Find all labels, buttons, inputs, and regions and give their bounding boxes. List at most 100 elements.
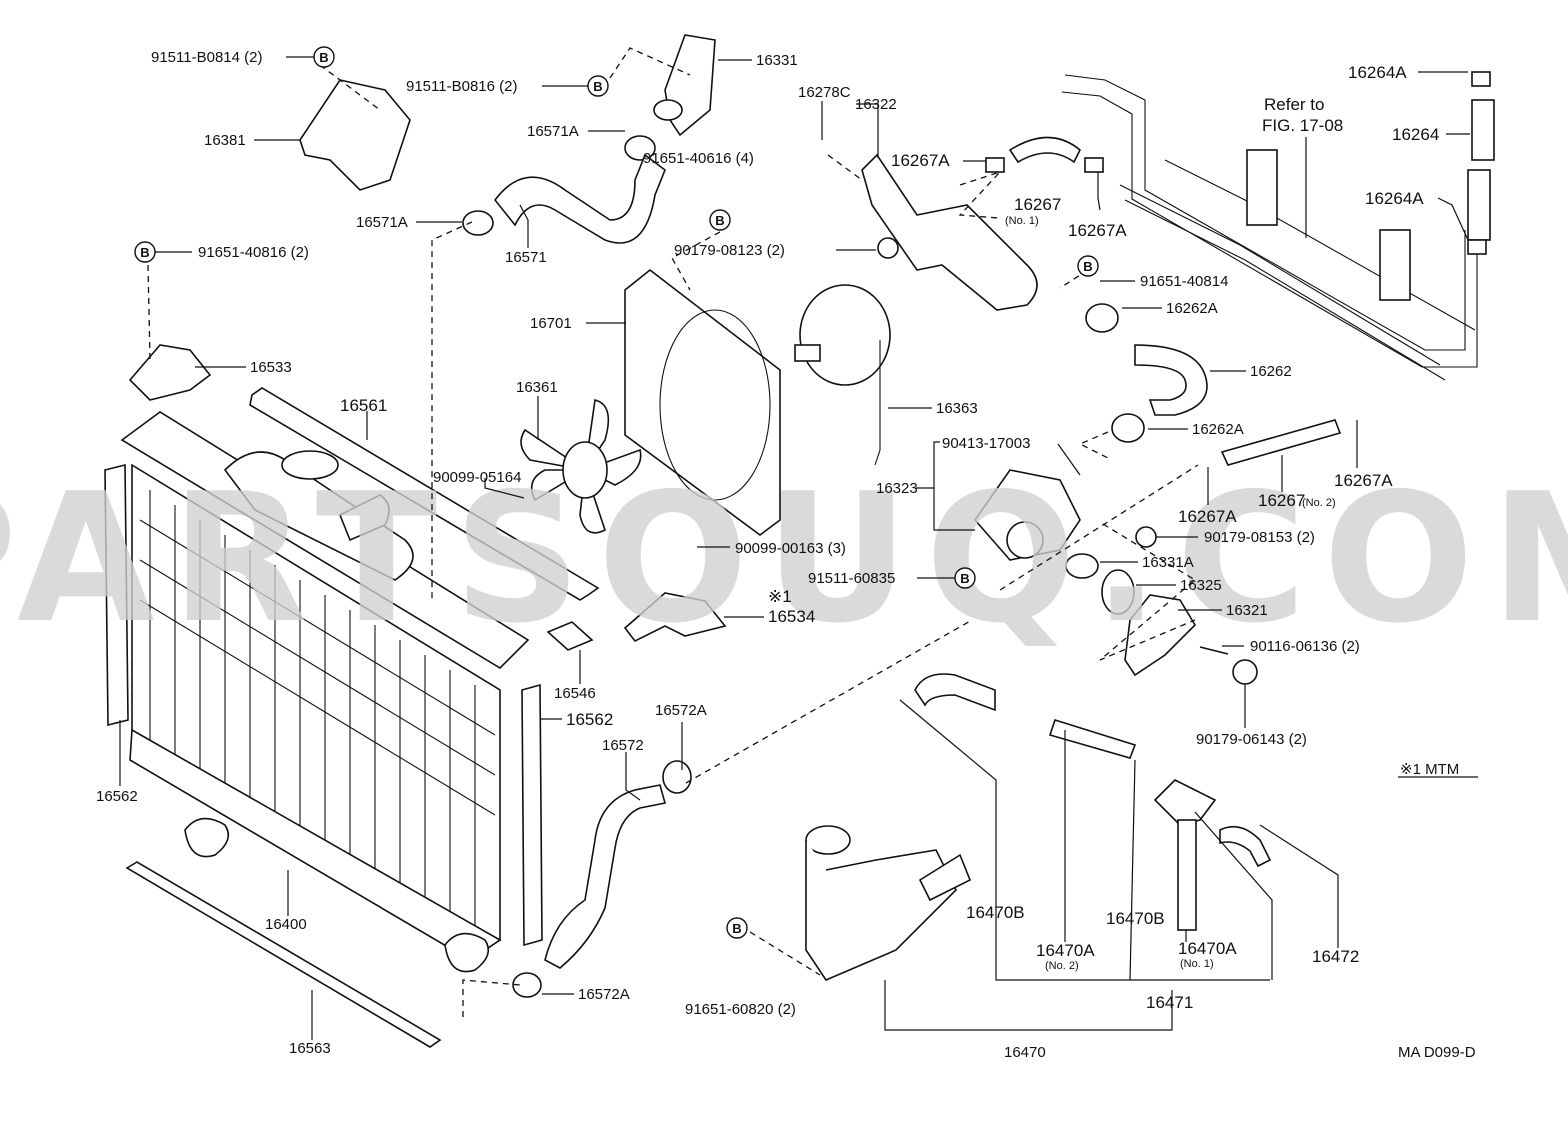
part-label: 16470B (966, 903, 1025, 922)
nut-90179-06143 (1232, 659, 1258, 685)
b-marker: B (726, 917, 748, 939)
water-hose-16267-no1 (1008, 136, 1081, 164)
hose-clamp-16264a-b (1467, 239, 1487, 255)
part-label: 16381 (204, 132, 246, 149)
part-label: 90179-06143 (2) (1196, 731, 1307, 748)
part-label: 16470A (1178, 939, 1237, 958)
part-label: 16264 (1392, 125, 1439, 144)
water-pump-16323 (973, 469, 1081, 561)
part-label: 16562 (566, 710, 613, 729)
thermostat-16331a (1065, 553, 1099, 579)
inlet-16321 (1124, 594, 1197, 677)
hose-clamp-16264a-a (1471, 71, 1491, 87)
svg-text:B: B (1083, 259, 1092, 274)
part-label: 16262A (1166, 300, 1218, 317)
part-label: 90099-05164 (433, 469, 521, 486)
radiator-top-seal (249, 387, 600, 601)
part-label: 90116-06136 (2) (1250, 638, 1360, 655)
hose-16472-elbow (1219, 825, 1272, 868)
part-label: 16534 (768, 607, 815, 626)
svg-text:B: B (593, 79, 602, 94)
b-marker: B (954, 567, 976, 589)
part-label: 91651-40816 (2) (198, 244, 309, 261)
part-label: 16262 (1250, 363, 1292, 380)
fan-16361 (520, 399, 642, 534)
radiator-core-fins (139, 490, 496, 935)
hose-clamp-16571a-lower (462, 210, 494, 236)
b-marker: B (709, 209, 731, 231)
part-label: 16361 (516, 379, 558, 396)
part-label: 16267 (1258, 491, 1305, 510)
part-label: 91511-B0816 (2) (406, 78, 517, 95)
part-label: 91651-60820 (2) (685, 1001, 796, 1018)
part-label: 16571A (356, 214, 408, 231)
reserve-tank-16470 (805, 825, 972, 981)
radiator-hose-16572 (544, 784, 667, 969)
hose-clamp-16262a-lower (1111, 413, 1145, 443)
refer-to-note-line1: Refer to (1264, 95, 1324, 114)
cap-16472 (1153, 779, 1217, 826)
hose-clamp-16267a-a (985, 157, 1005, 173)
pipe-assembly-fig-17-08 (1061, 74, 1478, 381)
water-pump-16323-port (1006, 521, 1044, 559)
part-label: 16572A (578, 986, 630, 1003)
radiator-side-seal-left (104, 463, 129, 727)
part-label: 16561 (340, 396, 387, 415)
hose-16470a-no1 (1177, 819, 1197, 931)
support-16381 (299, 79, 411, 191)
bracket-16534 (623, 592, 727, 643)
part-label: 91511-B0814 (2) (151, 49, 262, 66)
part-label: 16267 (1014, 195, 1061, 214)
part-label: 16331A (1142, 554, 1194, 571)
part-label: (No. 1) (1005, 215, 1039, 227)
part-label: 16267A (1334, 471, 1393, 490)
fan-motor-16363 (794, 284, 891, 466)
part-label: 16571A (527, 123, 579, 140)
water-inlet-pipe-16322 (861, 153, 1038, 311)
part-label: 16471 (1146, 993, 1193, 1012)
part-label: 16264A (1365, 189, 1424, 208)
part-label: 91651-40814 (1140, 273, 1228, 290)
part-label: 16321 (1226, 602, 1268, 619)
svg-text:B: B (960, 571, 969, 586)
mtm-note: ※1 MTM (1400, 761, 1459, 778)
svg-text:B: B (715, 213, 724, 228)
part-label: (No. 2) (1302, 497, 1336, 509)
part-label: 16400 (265, 916, 307, 933)
water-pipe-16267-no2 (1220, 419, 1342, 466)
part-label: 16562 (96, 788, 138, 805)
part-label: 16267A (1178, 507, 1237, 526)
svg-text:B: B (732, 921, 741, 936)
b-marker: B (587, 75, 609, 97)
svg-text:B: B (140, 245, 149, 260)
part-label: 91651-40616 (4) (643, 150, 754, 167)
part-label: 16331 (756, 52, 798, 69)
radiator-hose-16571 (493, 153, 666, 244)
part-label: 16264A (1348, 63, 1407, 82)
water-hose-16262 (1134, 344, 1208, 416)
part-label: 16571 (505, 249, 547, 266)
b-markers: B B B B B B B (134, 46, 1099, 939)
part-label: 16533 (250, 359, 292, 376)
nut-90179-08123 (877, 237, 899, 259)
part-labels: 91511-B0814 (2) 91511-B0816 (2) 16331 16… (96, 49, 1439, 1061)
part-label: 16278C (798, 84, 851, 101)
svg-text:B: B (319, 50, 328, 65)
part-label: 91511-60835 (808, 570, 895, 587)
part-label: 16267A (891, 151, 950, 170)
hose-16264-lower (1467, 169, 1491, 241)
part-label: 16472 (1312, 947, 1359, 966)
hose-clamp-16572a-upper (662, 760, 692, 794)
radiator-assembly (120, 411, 530, 973)
fan-shroud-16701-ring (659, 309, 771, 501)
support-16533 (128, 344, 212, 401)
leader-lines (119, 56, 1478, 1040)
hose-clamp-16262a-upper (1085, 303, 1119, 333)
dashed-connection-lines (147, 47, 1199, 1017)
hose-16470b-left (914, 673, 996, 712)
part-label: 16323 (876, 480, 918, 497)
b-marker: B (1077, 255, 1099, 277)
fan-shroud-16701 (624, 268, 781, 536)
